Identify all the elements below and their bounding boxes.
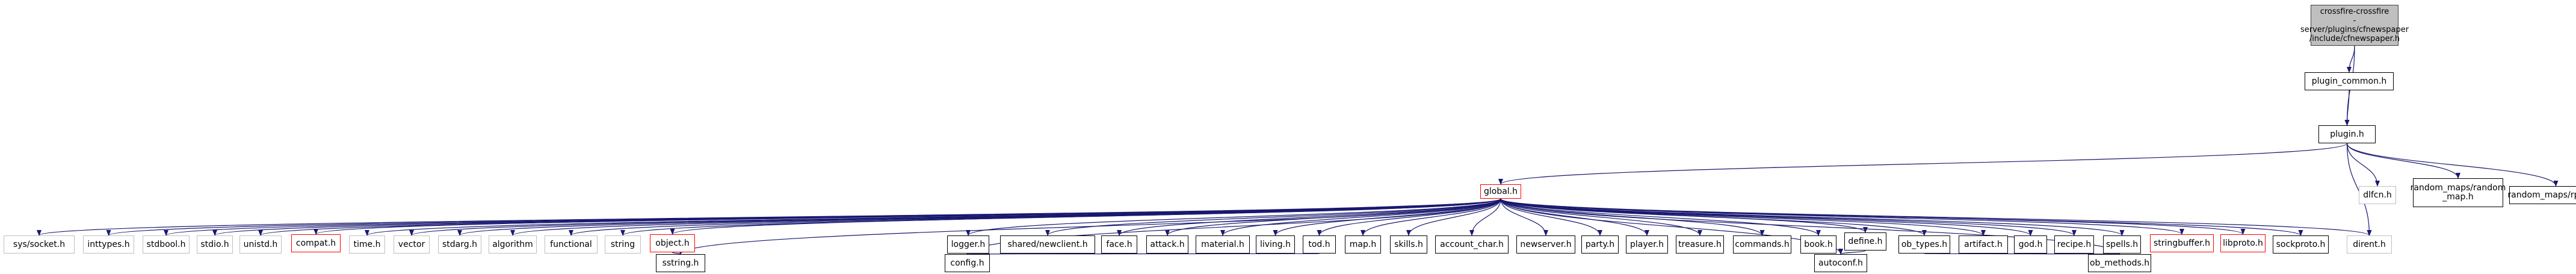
edge-global-to-party (1500, 198, 1602, 236)
edge-global-to-newserver (1500, 198, 1548, 236)
edge-global-to-living (1273, 198, 1501, 236)
node-time[interactable]: time.h (349, 235, 385, 254)
node-algorithm[interactable]: algorithm (489, 235, 537, 254)
edge-plugin-to-global (1498, 143, 2348, 185)
node-libproto[interactable]: libproto.h (2220, 234, 2266, 252)
node-rproto[interactable]: random_maps/rproto.h (2507, 186, 2576, 204)
node-socket[interactable]: sys/socket.h (4, 235, 75, 254)
node-define[interactable]: define.h (1844, 232, 1886, 251)
node-stdarg[interactable]: stdarg.h (438, 235, 481, 254)
node-recipe[interactable]: recipe.h (2054, 235, 2094, 254)
edge-plugin-to-rproto (2346, 143, 2559, 187)
edge-global-to-spells (1500, 198, 2125, 236)
node-material[interactable]: material.h (1196, 235, 1250, 254)
node-spells[interactable]: spells.h (2103, 235, 2141, 254)
edge-plugin-to-dlfcn (2346, 143, 2380, 187)
edge-global-to-dirent (1500, 198, 2372, 236)
node-god[interactable]: god.h (2014, 235, 2047, 254)
node-face[interactable]: face.h (1101, 235, 1137, 254)
node-object[interactable]: object.h (650, 234, 695, 252)
node-plugin-common[interactable]: plugin_common.h (2305, 72, 2394, 90)
node-party[interactable]: party.h (1581, 235, 1619, 254)
edge-global-to-account-char (1469, 198, 1501, 236)
node-inttypes[interactable]: inttypes.h (83, 235, 134, 254)
edge-global-to-treasure (1500, 198, 1702, 236)
edge-global-to-tod (1317, 198, 1501, 236)
edge-global-to-map (1361, 198, 1501, 236)
node-logger[interactable]: logger.h (947, 235, 989, 254)
edge-define-to-autoconf (1838, 248, 1866, 255)
node-player[interactable]: player.h (1626, 235, 1668, 254)
node-dlfcn[interactable]: dlfcn.h (2359, 186, 2396, 204)
node-random-map[interactable]: random_maps/random _map.h (2411, 178, 2506, 207)
node-newserver[interactable]: newserver.h (1516, 235, 1575, 254)
edge-global-to-compat (314, 198, 1501, 235)
node-global[interactable]: global.h (1480, 184, 1521, 199)
node-autoconf[interactable]: autoconf.h (1814, 254, 1867, 272)
node-treasure[interactable]: treasure.h (1676, 235, 1724, 254)
dependency-edges (37, 45, 2559, 255)
edge-global-to-object (670, 198, 1501, 235)
edge-global-to-material (1220, 198, 1501, 236)
edge-global-to-attack (1165, 198, 1501, 236)
edge-global-to-skills (1406, 198, 1501, 236)
node-skills[interactable]: skills.h (1390, 235, 1427, 254)
edge-global-to-book (1500, 198, 1821, 236)
node-functional[interactable]: functional (545, 235, 598, 254)
node-map[interactable]: map.h (1345, 235, 1381, 254)
node-artifact[interactable]: artifact.h (1959, 235, 2008, 254)
node-account-char[interactable]: account_char.h (1435, 235, 1509, 254)
edge-plugin-common-to-plugin (2344, 90, 2350, 126)
node-newclient[interactable]: shared/newclient.h (1000, 235, 1095, 254)
edge-global-to-newclient (1045, 198, 1501, 236)
edge-plugin-to-random-map (2346, 143, 2460, 179)
node-config[interactable]: config.h (945, 254, 990, 272)
node-unistd[interactable]: unistd.h (239, 235, 282, 254)
edge-global-to-player (1500, 198, 1649, 236)
node-stdio[interactable]: stdio.h (197, 235, 233, 254)
edge-global-to-logger (966, 198, 1501, 236)
edge-global-to-face (1117, 198, 1501, 236)
node-tod[interactable]: tod.h (1303, 235, 1336, 254)
node-commands[interactable]: commands.h (1733, 235, 1791, 254)
node-ob-types[interactable]: ob_types.h (1898, 235, 1950, 254)
node-string[interactable]: string (605, 235, 641, 254)
node-compat[interactable]: compat.h (291, 234, 341, 252)
node-book[interactable]: book.h (1800, 235, 1836, 254)
node-root: crossfire-crossfire -server/plugins/cfne… (2300, 5, 2409, 46)
edge-object-to-sstring (672, 248, 683, 255)
node-living[interactable]: living.h (1256, 235, 1295, 254)
node-plugin[interactable]: plugin.h (2318, 125, 2376, 143)
node-sstring[interactable]: sstring.h (656, 254, 705, 272)
node-vector[interactable]: vector (394, 235, 430, 254)
node-ob-methods[interactable]: ob_methods.h (2088, 254, 2151, 272)
node-sockproto[interactable]: sockproto.h (2273, 235, 2329, 254)
node-dirent[interactable]: dirent.h (2347, 235, 2392, 254)
node-stdbool[interactable]: stdbool.h (143, 235, 190, 254)
edge-global-to-ob-types (1500, 198, 1927, 236)
node-attack[interactable]: attack.h (1146, 235, 1188, 254)
node-stringbuffer[interactable]: stringbuffer.h (2150, 234, 2214, 252)
edge-plugin-to-dirent (2346, 143, 2372, 236)
